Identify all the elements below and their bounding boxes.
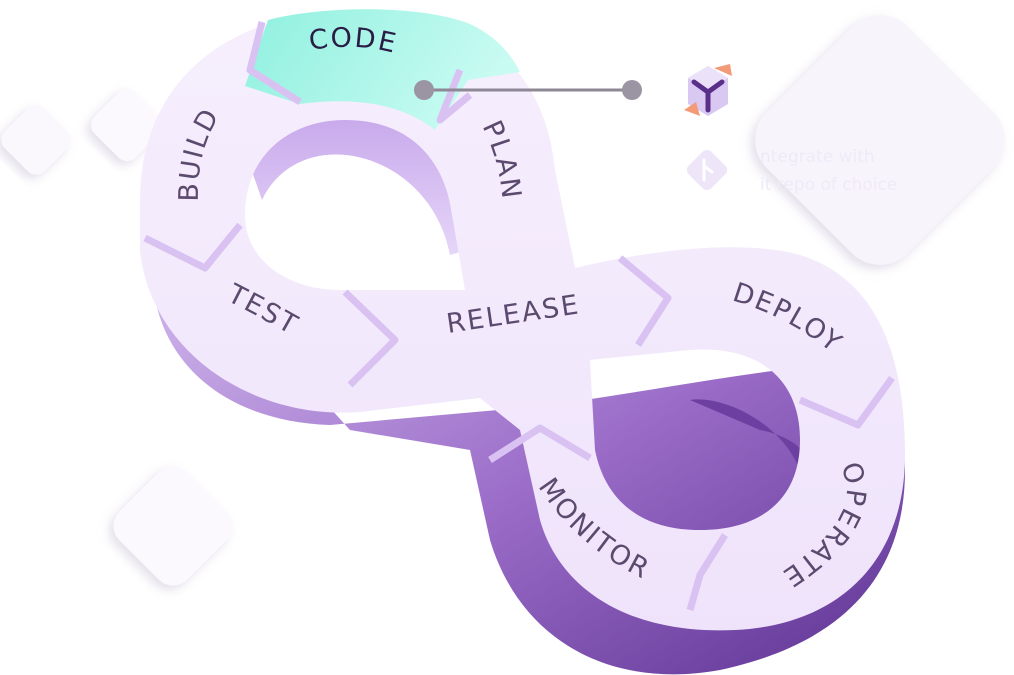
- loop-top-surface: [140, 10, 905, 631]
- tile-left-2: [90, 88, 164, 162]
- tile-right-large: [755, 15, 1005, 265]
- decorative-tiles: [1, 15, 1005, 586]
- git-branch-icon: [686, 149, 728, 191]
- connector-end-dot: [622, 80, 642, 100]
- stage-separators: [143, 21, 895, 611]
- tile-left-1: [1, 105, 71, 175]
- callout-line-1: ntegrate with: [760, 147, 875, 167]
- tile-bottom-left: [113, 466, 233, 586]
- callout-line-2: it repo of choice: [760, 175, 897, 195]
- connector-start-dot: [414, 80, 434, 100]
- cube-logo-icon: [684, 64, 732, 116]
- stage-label-code[interactable]: CODE: [307, 23, 400, 60]
- callout-connector: [414, 80, 642, 100]
